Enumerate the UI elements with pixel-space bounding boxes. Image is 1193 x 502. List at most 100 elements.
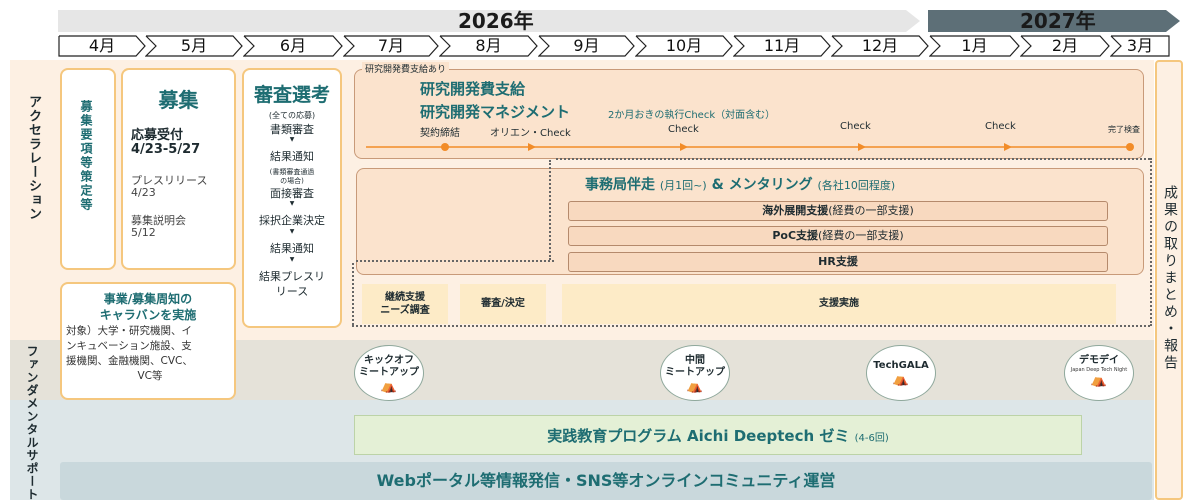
review-notice-1: 結果通知	[270, 150, 314, 163]
people-icon: ⛺	[380, 379, 398, 394]
phase-label-fundamental: ファンダメンタルサポート	[25, 345, 39, 501]
milestone-arrow-icon	[680, 143, 688, 151]
recruit-title: 募集	[158, 88, 199, 112]
month-label: 3月	[1126, 36, 1154, 55]
portal-label: Webポータル等情報発信・SNS等オンラインコミュニティ運営	[376, 471, 836, 490]
review-decision: 採択企業決定	[259, 214, 325, 227]
milestone-check-3: Check	[985, 121, 1016, 132]
demo-label: デモデイ	[1079, 355, 1119, 366]
review-title: 審査選考	[253, 84, 330, 106]
recruit-box: 募集 応募受付 4/23-5/27 プレスリリース 4/23 募集説明会 5/1…	[121, 68, 236, 270]
phase-label-acceleration: アクセラレーション	[26, 95, 41, 221]
dotted-connector	[356, 260, 554, 262]
month-11: 2月	[1020, 35, 1110, 57]
caravan-target-line: 対象）大学・研究機関、イ	[66, 325, 192, 337]
dotted-connector	[549, 160, 551, 260]
month-label: 4月	[88, 36, 116, 55]
recruit-accept: 応募受付	[131, 128, 184, 143]
milestone-arrow-icon	[858, 143, 866, 151]
poc-support-bar: PoC支援(経費の一部支援)	[568, 226, 1108, 246]
review-note-pass-a: (書類審査通過	[269, 168, 315, 176]
seminar-title-main: 実践教育プログラム Aichi Deeptech ゼミ	[547, 427, 850, 445]
seminar-title: 実践教育プログラム Aichi Deeptech ゼミ (4-6回)	[355, 416, 1081, 459]
review-press-a: 結果プレスリ	[259, 270, 325, 283]
portal-bar: Webポータル等情報発信・SNS等オンラインコミュニティ運営	[60, 462, 1152, 500]
month-9: 12月	[831, 35, 929, 57]
overseas-note: (経費の一部支援)	[828, 204, 914, 217]
rd-timeline	[366, 143, 1134, 151]
milestone-orientation: オリエン・Check	[490, 128, 571, 139]
milestone-check-1: Check	[668, 124, 699, 135]
month-4: 7月	[343, 35, 439, 57]
seminar-count: (4-6回)	[854, 433, 889, 444]
review-note-all: (全ての応募)	[268, 111, 316, 120]
office-title-freq: (月1回~)	[659, 179, 707, 192]
milestone-final: 完了検査	[1108, 125, 1140, 134]
month-label: 2月	[1051, 36, 1079, 55]
office-title-main: 事務局伴走	[585, 177, 655, 193]
caravan-target-line: ンキュベーション施設、支	[66, 340, 192, 352]
month-chevron-shape	[243, 35, 343, 57]
month-chevron-shape	[439, 35, 538, 57]
review-press-b: リース	[275, 285, 309, 298]
month-label: 1月	[961, 36, 988, 55]
overseas-support-bar: 海外展開支援(経費の一部支援)	[568, 201, 1108, 221]
rd-note: 2か月おきの執行Check（対面含む）	[608, 110, 776, 121]
mid-label-b: ミートアップ	[665, 367, 725, 378]
caravan-title-a: 事業/募集周知の	[103, 292, 193, 306]
dotted-connector	[556, 158, 1150, 160]
recruit-press-date: 4/23	[131, 186, 156, 199]
kickoff-label-a: キックオフ	[364, 355, 414, 366]
result-column	[1155, 60, 1183, 500]
continuation-support: 支援実施	[562, 284, 1116, 324]
rd-title-2: 研究開発マネジメント	[420, 103, 571, 121]
arrow-down-icon: ▼	[289, 200, 295, 207]
rd-tag: 研究開発費支給あり	[362, 62, 450, 75]
dotted-connector	[1150, 158, 1152, 326]
month-chevron-shape	[343, 35, 439, 57]
recruit-press: プレスリリース	[131, 174, 208, 187]
review-doc: 書類審査	[270, 123, 314, 136]
review-notice-2: 結果通知	[270, 242, 314, 255]
month-chevron-shape	[1110, 35, 1170, 57]
rd-title-1: 研究開発費支給	[420, 80, 526, 98]
caravan-title-b: キャラバンを実施	[99, 308, 197, 322]
hr-label: HR支援	[818, 255, 858, 268]
continuation-survey-line: 継続支援	[385, 292, 425, 303]
people-icon: ⛺	[1090, 373, 1108, 388]
milestone-contract: 契約締結	[420, 128, 460, 139]
people-icon: ⛺	[892, 372, 910, 387]
arrow-down-icon: ▼	[289, 136, 295, 143]
month-chevron-shape	[733, 35, 831, 57]
month-6: 9月	[538, 35, 635, 57]
month-label: 11月	[763, 36, 801, 55]
office-title-count: (各社10回程度)	[817, 179, 896, 192]
month-chevron-shape	[58, 35, 146, 57]
continuation-survey: 継続支援 ニーズ調査	[362, 284, 448, 324]
month-1: 4月	[58, 35, 146, 57]
arrow-down-icon: ▼	[289, 228, 295, 235]
month-chevron-shape	[538, 35, 635, 57]
month-3: 6月	[243, 35, 343, 57]
demo-day: デモデイ Japan Deep Tech Night ⛺	[1064, 345, 1134, 401]
year-label-2026: 2026年	[458, 9, 534, 33]
month-label: 6月	[279, 36, 307, 55]
month-label: 5月	[180, 36, 208, 55]
office-title-mentoring: & メンタリング	[711, 177, 813, 193]
techgala-event: TechGALA ⛺	[866, 345, 936, 401]
recruit-accept-dates: 4/23-5/27	[131, 142, 201, 157]
month-7: 10月	[635, 35, 733, 57]
month-label: 8月	[475, 36, 502, 55]
milestone-dot	[441, 143, 449, 151]
month-5: 8月	[439, 35, 538, 57]
review-box: 審査選考 (全ての応募) 書類審査 ▼ 結果通知 (書類審査通過 の場合) 面接…	[242, 68, 342, 328]
rd-box	[354, 69, 1144, 159]
month-8: 11月	[733, 35, 831, 57]
arrow-down-icon: ▼	[289, 256, 295, 263]
office-title: 事務局伴走 (月1回~) & メンタリング (各社10回程度)	[585, 174, 895, 194]
month-label: 10月	[665, 36, 703, 55]
month-2: 5月	[145, 35, 243, 57]
month-label: 12月	[861, 36, 899, 55]
demo-sub-label: Japan Deep Tech Night	[1070, 367, 1128, 373]
month-chevron-shape	[145, 35, 243, 57]
